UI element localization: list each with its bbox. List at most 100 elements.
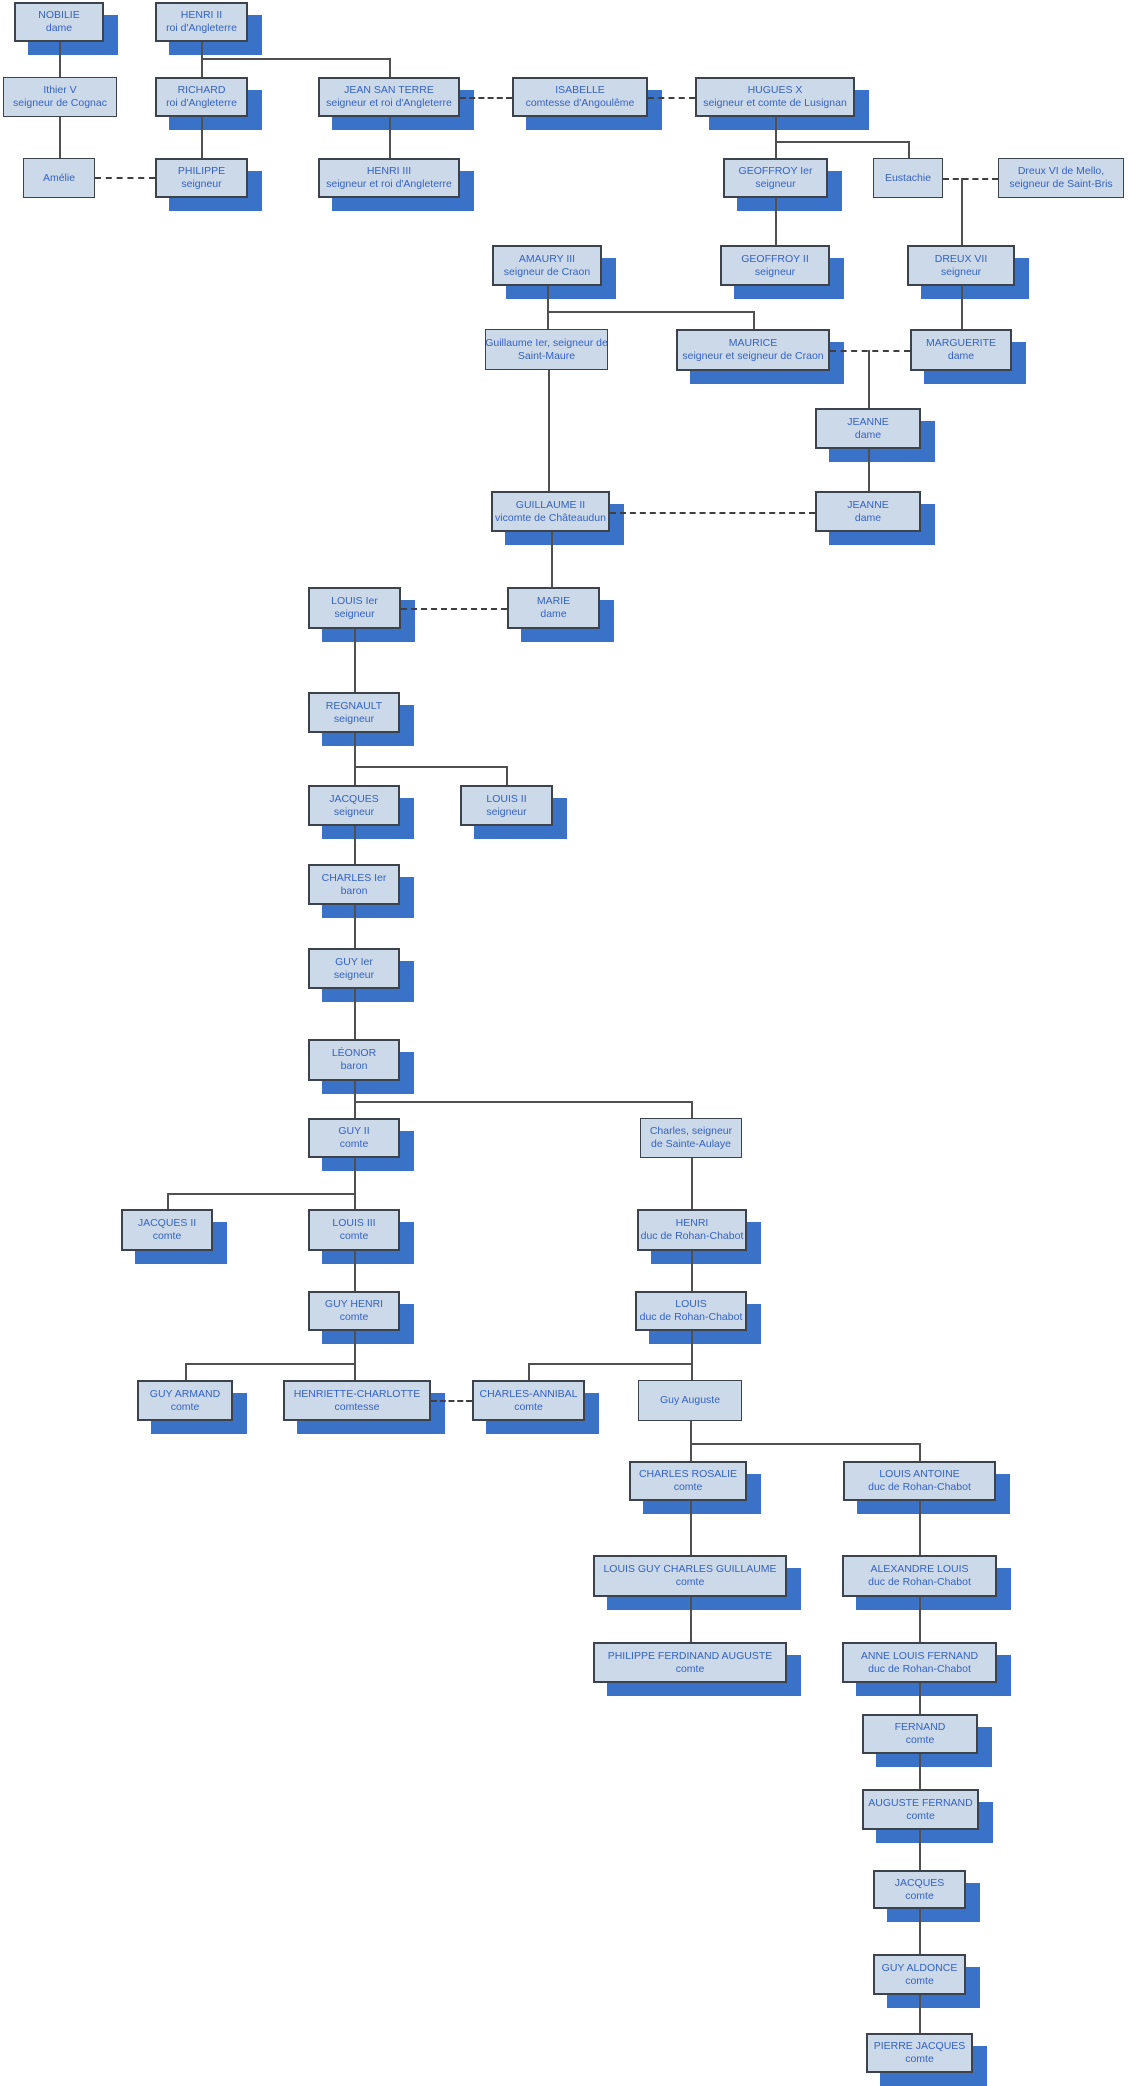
person-title: dame — [854, 428, 882, 441]
person-name: ALEXANDRE LOUIS — [870, 1563, 969, 1575]
person-name: Ithier V — [43, 84, 77, 96]
person-title: comte — [675, 1576, 705, 1588]
person-title: seigneur — [486, 805, 527, 818]
connector-line — [919, 1995, 921, 2033]
person-title: seigneur — [333, 805, 375, 818]
person-name: CHARLES Ier — [321, 871, 387, 884]
person-name: GEOFFROY II — [741, 252, 809, 265]
person-title: duc de Rohan-Chabot — [640, 1230, 744, 1242]
person-name: HENRI III — [366, 165, 412, 177]
person-node-eustachie[interactable]: Eustachie — [873, 158, 943, 198]
connector-line — [908, 141, 910, 158]
person-title: baron — [340, 1060, 368, 1072]
person-name: LOUIS III — [332, 1217, 376, 1229]
connector-line — [167, 1193, 169, 1209]
connector-line — [919, 1597, 921, 1642]
person-name: JEANNE — [847, 498, 889, 511]
connector-line — [201, 58, 389, 60]
connector-line — [354, 1251, 356, 1291]
person-title: seigneur — [333, 712, 375, 725]
connector-line — [506, 766, 508, 785]
person-node-amelie[interactable]: Amélie — [23, 158, 95, 198]
person-title: Saint-Maure — [517, 349, 576, 362]
person-node-guy-auguste[interactable]: Guy Auguste — [638, 1380, 742, 1421]
marriage-dashed-line — [401, 608, 507, 610]
person-name: ANNE LOUIS FERNAND — [860, 1649, 979, 1662]
connector-line — [354, 766, 506, 768]
person-name: MARIE — [536, 595, 571, 607]
marriage-dashed-line — [830, 350, 910, 352]
connector-line — [528, 1363, 691, 1365]
person-title: comte — [339, 1311, 369, 1323]
person-name: DREUX VII — [934, 252, 988, 265]
person-title: seigneur — [181, 178, 222, 190]
connector-line — [961, 178, 963, 245]
connector-line — [354, 1081, 356, 1118]
person-node-dreux-vi[interactable]: Dreux VI de Mello,seigneur de Saint-Bris — [998, 158, 1124, 198]
person-title: comte — [675, 1662, 705, 1675]
person-title: dame — [45, 22, 73, 34]
person-name: PIERRE JACQUES — [873, 2040, 966, 2052]
person-name: AMAURY III — [518, 252, 576, 265]
person-title: seigneur et comte de Lusignan — [703, 97, 847, 109]
person-title: comte — [905, 2053, 934, 2065]
person-name: FERNAND — [894, 1721, 946, 1733]
connector-line — [354, 1158, 356, 1209]
connector-line — [691, 1331, 693, 1380]
connector-line — [185, 1363, 187, 1380]
connector-line — [547, 286, 549, 329]
marriage-dashed-line — [460, 97, 512, 99]
connector-line — [59, 42, 61, 77]
connector-line — [690, 1597, 692, 1642]
